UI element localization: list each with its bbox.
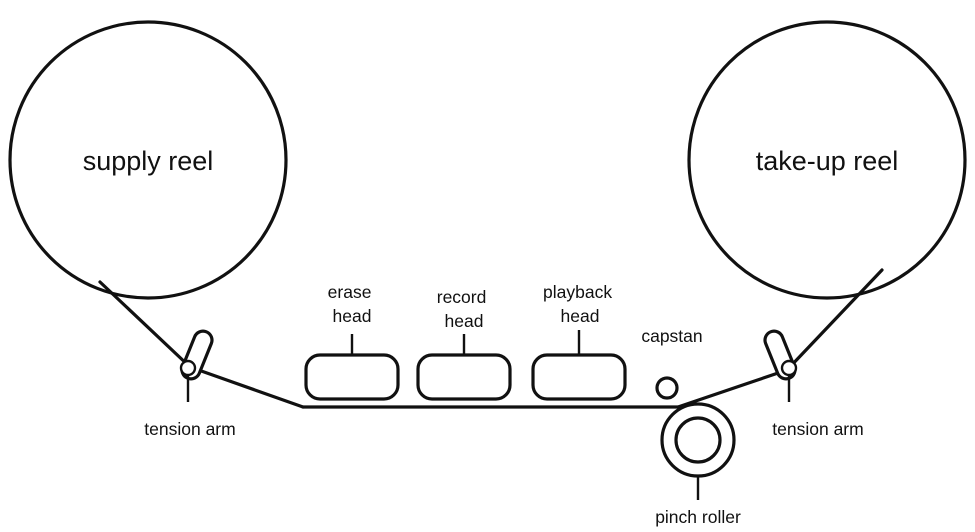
playback-head-label: playback head: [543, 282, 617, 326]
pinch-roller: pinch roller: [655, 402, 741, 527]
playback-head-label-line1: playback: [543, 282, 612, 302]
record-head-label: record head: [437, 287, 491, 331]
supply-reel-label: supply reel: [83, 146, 214, 176]
tension-arm-left: tension arm: [144, 329, 236, 439]
capstan-label: capstan: [641, 326, 702, 346]
record-head: record head: [416, 287, 512, 401]
erase-head: erase head: [304, 282, 400, 401]
takeup-reel: take-up reel: [687, 20, 967, 300]
erase-head-label-line2: head: [333, 306, 372, 326]
takeup-reel-label: take-up reel: [756, 146, 899, 176]
pinch-roller-label: pinch roller: [655, 507, 741, 527]
erase-head-label: erase head: [328, 282, 377, 326]
record-head-label-line2: head: [445, 311, 484, 331]
record-head-label-line1: record: [437, 287, 487, 307]
tape-path: [98, 268, 884, 409]
tension-arm-right: tension arm: [763, 329, 864, 439]
erase-head-label-line1: erase: [328, 282, 372, 302]
tension-arm-right-label: tension arm: [772, 419, 863, 439]
capstan: capstan: [641, 326, 703, 400]
supply-reel: supply reel: [8, 20, 288, 300]
playback-head-label-line2: head: [561, 306, 600, 326]
tension-arm-left-label: tension arm: [144, 419, 235, 439]
playback-head: playback head: [531, 282, 627, 401]
